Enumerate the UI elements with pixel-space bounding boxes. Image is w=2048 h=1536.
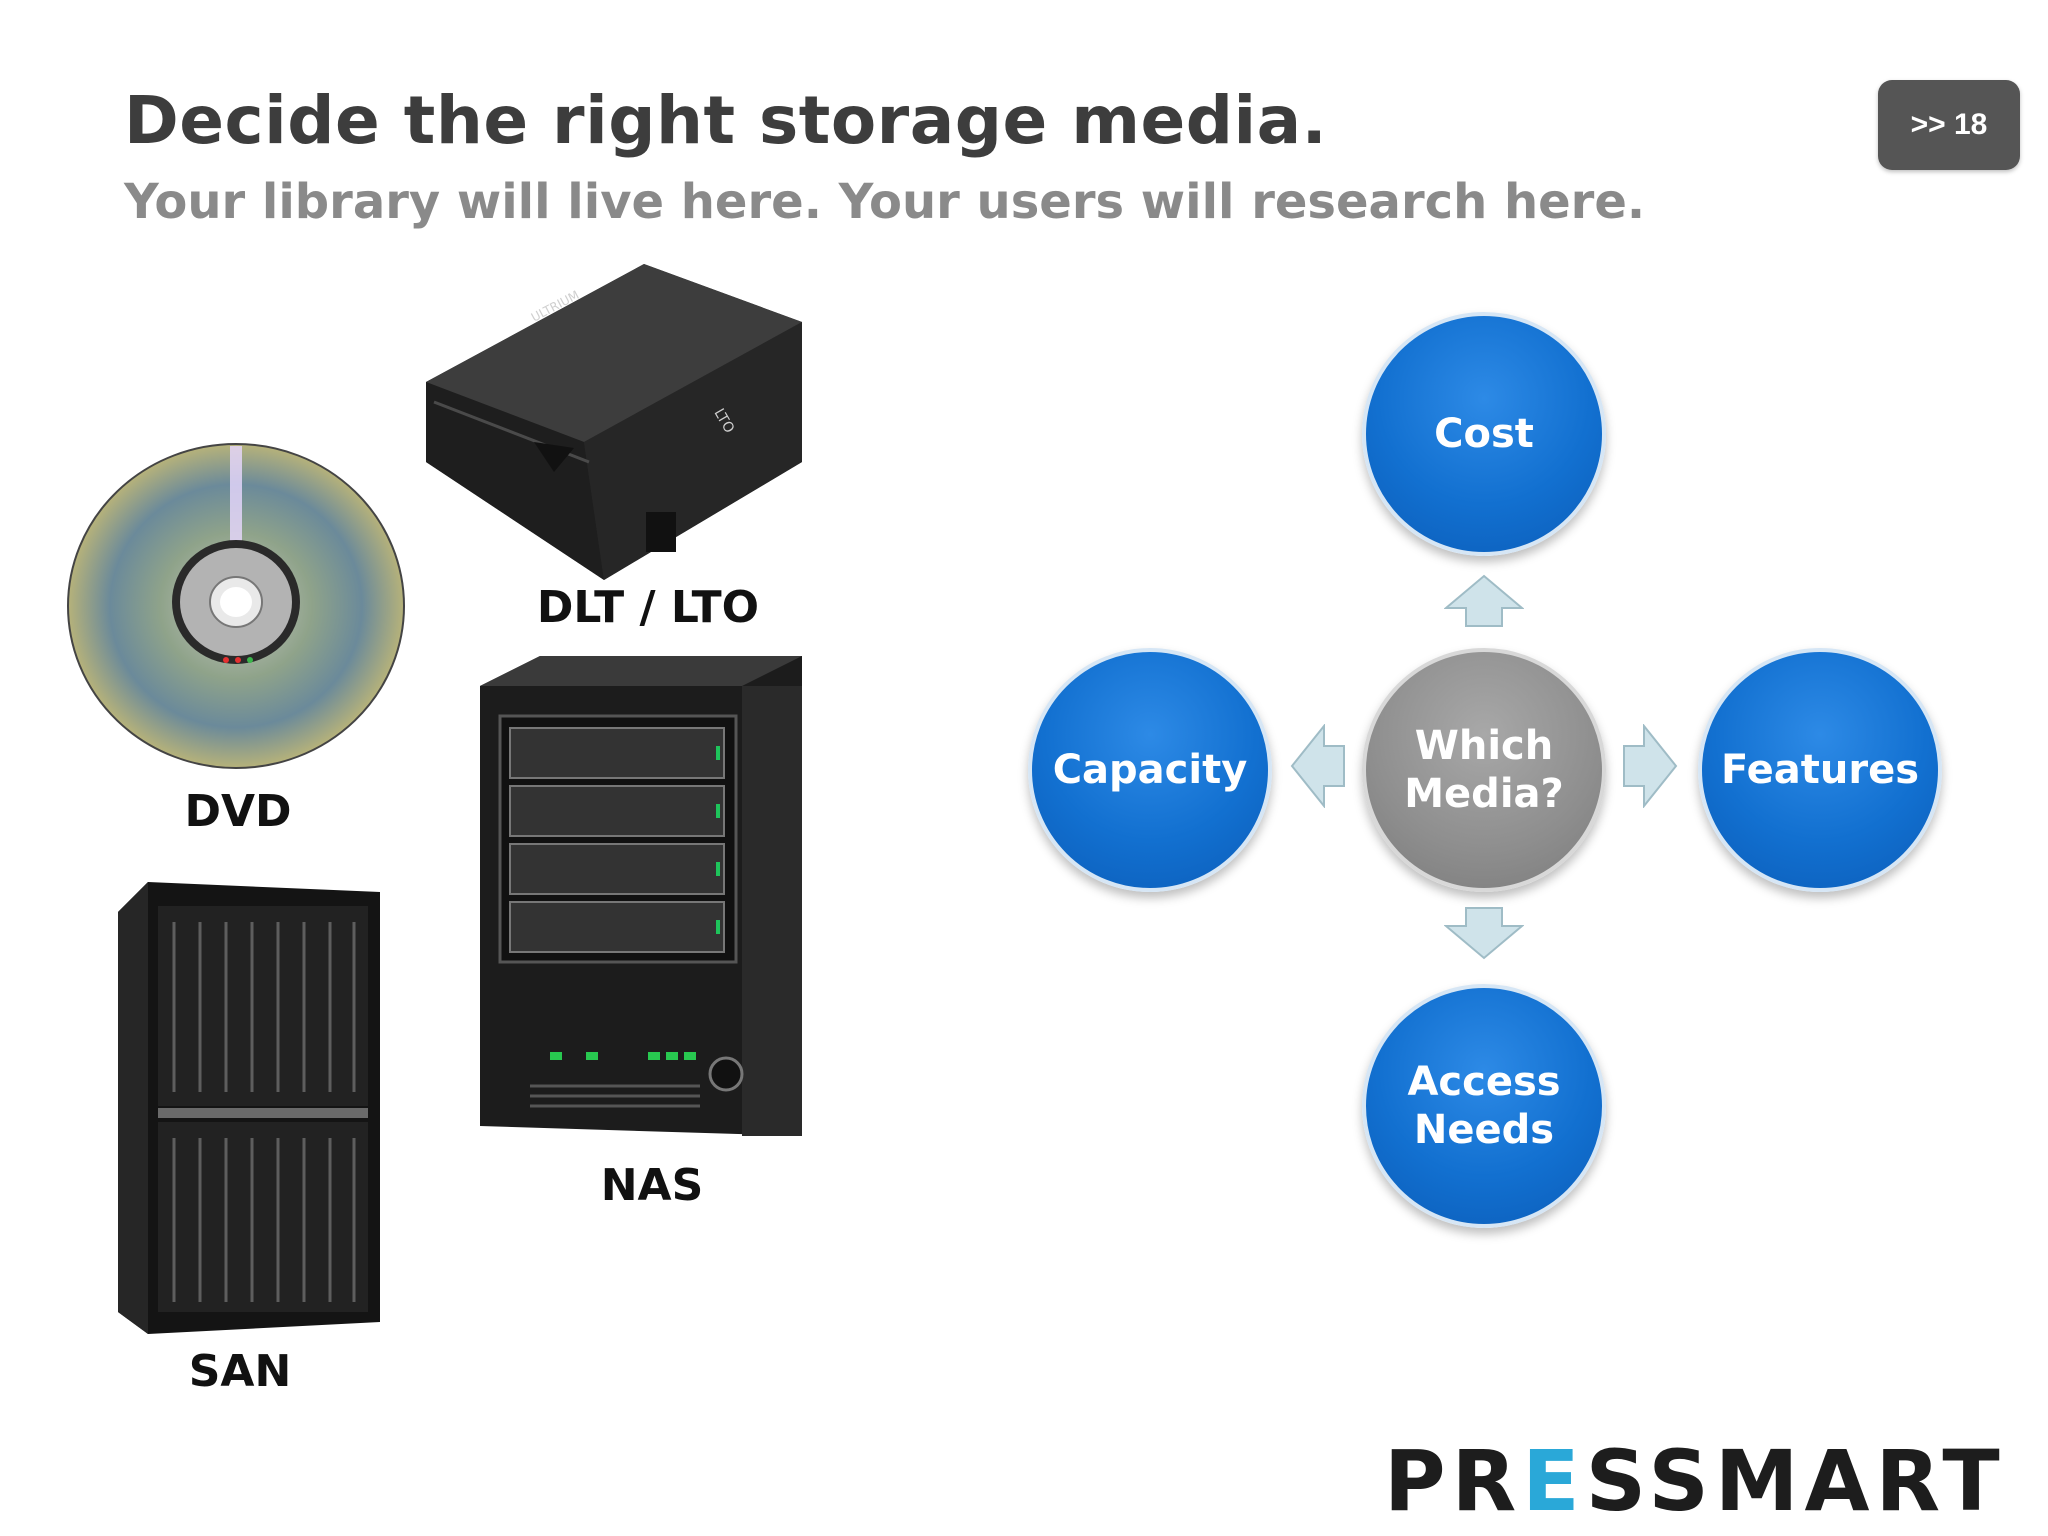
page-number-badge[interactable]: >> 18 — [1878, 80, 2020, 170]
arrow-left-icon — [1290, 724, 1345, 808]
center-label-line1: Which — [1414, 723, 1554, 769]
capacity-label: Capacity — [1052, 747, 1248, 793]
nas-label: NAS — [600, 1160, 704, 1211]
logo-text-end: SSMART — [1585, 1432, 2006, 1530]
arrow-up-icon — [1444, 574, 1524, 627]
arrow-right-icon — [1623, 724, 1678, 808]
tape-cartridge-image: ULTRIUM LTO — [424, 262, 802, 582]
which-media-circle: Which Media? — [1362, 648, 1606, 892]
features-circle: Features — [1698, 648, 1942, 892]
arrow-down-icon — [1444, 907, 1524, 960]
tape-label: DLT / LTO — [536, 582, 760, 633]
features-label: Features — [1720, 747, 1920, 793]
pressmart-logo: PRESSMART — [1384, 1432, 2006, 1530]
cost-label: Cost — [1434, 411, 1534, 457]
nas-device-image — [480, 656, 802, 1136]
cost-circle: Cost — [1362, 312, 1606, 556]
capacity-circle: Capacity — [1028, 648, 1272, 892]
dvd-label: DVD — [184, 786, 292, 837]
dvd-disc-image — [66, 442, 406, 770]
center-label-line2: Media? — [1404, 771, 1564, 817]
access-needs-circle: Access Needs — [1362, 984, 1606, 1228]
access-needs-line1: Access — [1407, 1059, 1561, 1105]
san-label: SAN — [188, 1346, 292, 1397]
access-needs-line2: Needs — [1413, 1107, 1555, 1153]
logo-text-accent: E — [1522, 1432, 1586, 1530]
logo-text-start: PR — [1384, 1432, 1523, 1530]
san-rack-image — [118, 882, 380, 1334]
slide-subtitle: Your library will live here. Your users … — [124, 174, 1646, 230]
slide-title: Decide the right storage media. — [124, 82, 1328, 159]
